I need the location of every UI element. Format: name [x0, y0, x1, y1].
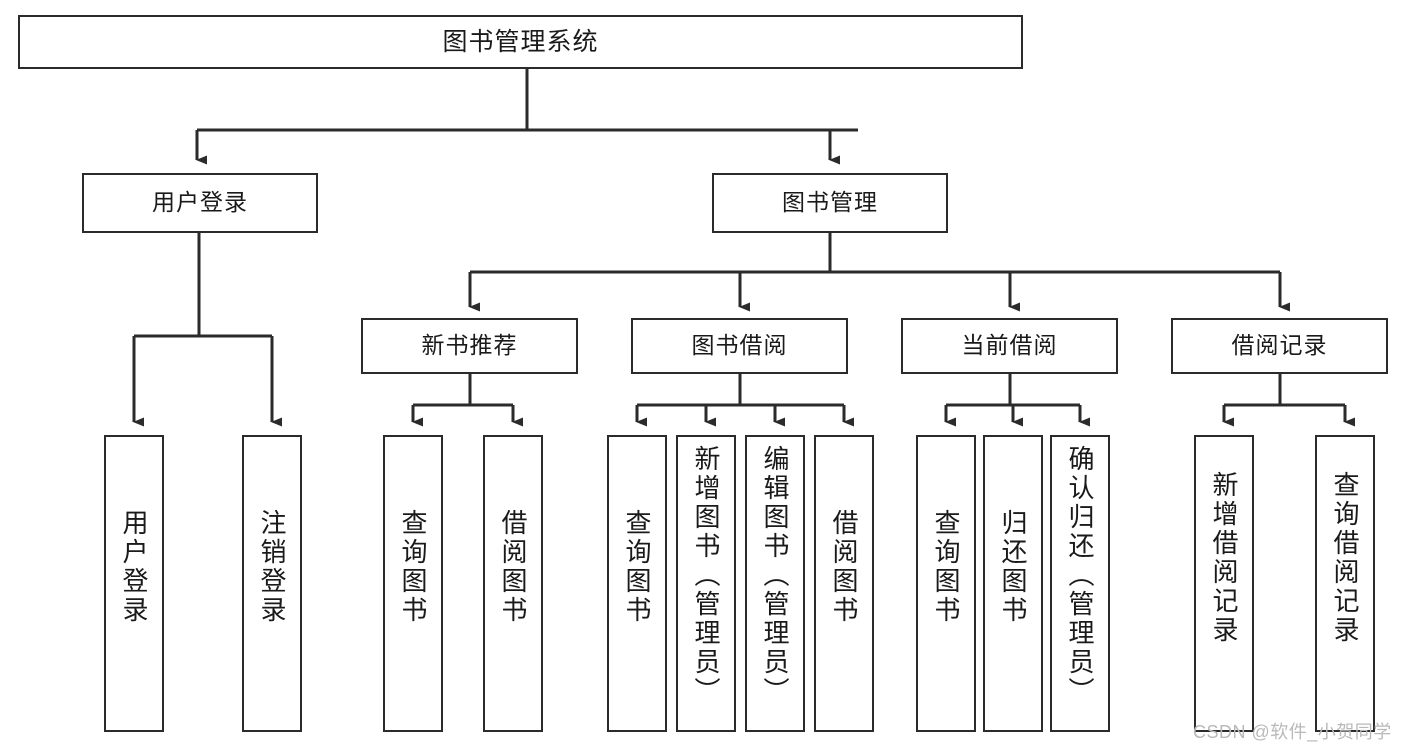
leaf-borrow-query-book[interactable]: 查询图书 [607, 435, 667, 732]
node-book-management[interactable]: 图书管理 [712, 173, 948, 233]
node-root-system[interactable]: 图书管理系统 [18, 15, 1023, 69]
leaf-recommend-borrow-book[interactable]: 借阅图书 [483, 435, 543, 732]
leaf-record-query-record[interactable]: 查询借阅记录 [1315, 435, 1375, 732]
leaf-record-add-record[interactable]: 新增借阅记录 [1194, 435, 1254, 732]
node-label: 借阅记录 [1231, 332, 1328, 359]
node-label: 借阅图书 [829, 509, 859, 625]
node-label: 图书借阅 [691, 332, 788, 359]
leaf-user-login-logout[interactable]: 注销登录 [242, 435, 302, 732]
node-label: 查询图书 [622, 509, 652, 625]
leaf-borrow-borrow-book[interactable]: 借阅图书 [814, 435, 874, 732]
node-label: 新增借阅记录 [1209, 471, 1239, 645]
node-label: 图书管理 [782, 189, 878, 216]
node-label: 编辑图书（管理员） [760, 445, 790, 706]
node-book-borrow[interactable]: 图书借阅 [631, 318, 848, 374]
node-label: 借阅图书 [498, 509, 528, 625]
leaf-current-return-book[interactable]: 归还图书 [983, 435, 1043, 732]
node-label: 确认归还（管理员） [1065, 445, 1095, 706]
node-label: 新书推荐 [421, 332, 518, 359]
node-label: 查询图书 [931, 509, 961, 625]
node-user-login[interactable]: 用户登录 [82, 173, 318, 233]
node-label: 当前借阅 [961, 332, 1058, 359]
leaf-current-confirm-return-admin[interactable]: 确认归还（管理员） [1050, 435, 1110, 732]
node-borrow-record[interactable]: 借阅记录 [1171, 318, 1388, 374]
leaf-current-query-book[interactable]: 查询图书 [916, 435, 976, 732]
node-label: 注销登录 [257, 509, 287, 625]
leaf-borrow-edit-book-admin[interactable]: 编辑图书（管理员） [745, 435, 805, 732]
leaf-borrow-add-book-admin[interactable]: 新增图书（管理员） [676, 435, 736, 732]
node-label: 查询图书 [398, 509, 428, 625]
node-label: 用户登录 [152, 189, 248, 216]
node-label: 用户登录 [119, 509, 149, 625]
node-current-borrow[interactable]: 当前借阅 [901, 318, 1118, 374]
node-label: 图书管理系统 [442, 28, 599, 56]
leaf-recommend-query-book[interactable]: 查询图书 [383, 435, 443, 732]
node-label: 新增图书（管理员） [691, 445, 721, 706]
leaf-user-login-login[interactable]: 用户登录 [104, 435, 164, 732]
node-new-book-recommend[interactable]: 新书推荐 [361, 318, 578, 374]
node-label: 归还图书 [998, 509, 1028, 625]
node-label: 查询借阅记录 [1330, 471, 1360, 645]
